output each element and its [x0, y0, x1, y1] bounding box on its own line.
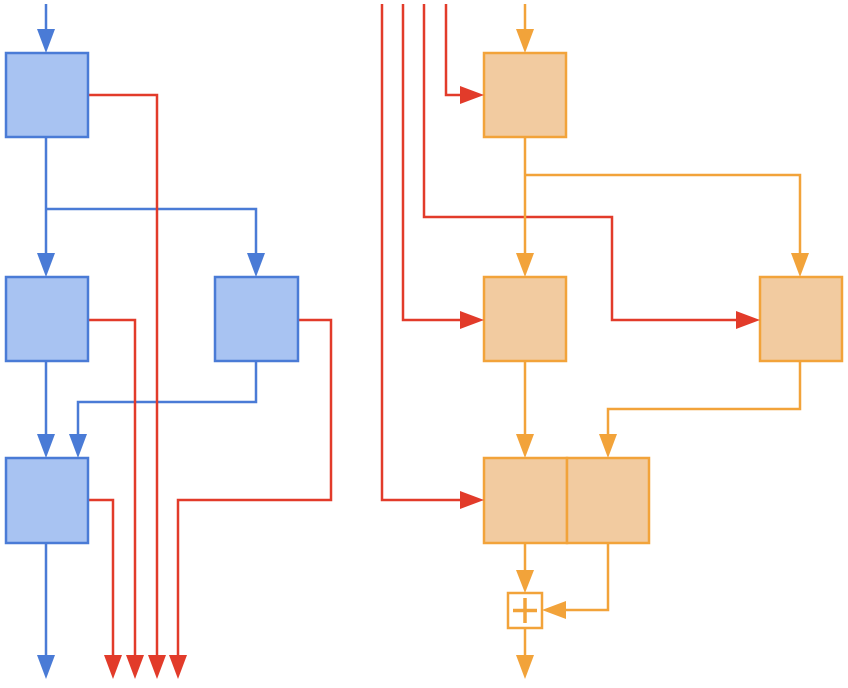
right-edge-3-to-4 [606, 361, 802, 438]
red-arrowhead [460, 491, 484, 509]
blue-arrowhead [37, 655, 55, 679]
right-node-3 [758, 275, 844, 363]
orange-arrowhead [542, 601, 566, 619]
red-arrowhead [460, 86, 484, 104]
red-arrowhead [169, 655, 187, 679]
orange-arrowhead [599, 434, 617, 458]
orange-arrowhead [516, 29, 534, 53]
right-edge-1-to-3 [525, 173, 802, 258]
red-arrowhead [126, 655, 144, 679]
orange-arrowhead [516, 253, 534, 277]
left-node-2 [4, 275, 90, 363]
blue-arrowhead [37, 434, 55, 458]
left-red-edge-node-2 [88, 318, 137, 660]
right-node-1 [482, 51, 568, 139]
right-node-2 [482, 275, 568, 363]
red-arrowhead [148, 655, 166, 679]
right-red-edge-to-node-3 [422, 4, 738, 322]
right-red-edge-to-node-2 [401, 4, 462, 322]
right-graph [380, 4, 844, 679]
red-arrowhead [460, 311, 484, 329]
right-red-edge-to-node-4 [380, 4, 462, 502]
left-graph [4, 4, 333, 679]
orange-arrowhead [516, 434, 534, 458]
right-node-4b [565, 456, 651, 545]
orange-arrowhead [516, 655, 534, 679]
right-edge-skip-to-sum [562, 543, 610, 612]
right-red-edge-to-node-1 [444, 4, 462, 97]
right-orange-edges [523, 4, 802, 660]
right-arrowheads [460, 29, 809, 679]
right-red-edges [380, 4, 738, 502]
blue-arrowhead [37, 253, 55, 277]
left-red-edge-node-3 [176, 318, 333, 660]
left-edge-split-to-node-3 [46, 207, 258, 258]
left-blue-edges [44, 4, 258, 660]
left-red-edge-node-4 [88, 498, 115, 660]
sum-operator-icon [506, 591, 544, 630]
left-node-4 [4, 456, 90, 545]
left-arrowheads [37, 29, 265, 679]
blue-arrowhead [69, 434, 87, 458]
left-edge-3-to-4 [76, 361, 258, 438]
left-red-edges [88, 93, 333, 660]
left-red-edge-node-1 [88, 93, 159, 660]
left-node-1 [4, 51, 90, 139]
red-arrowhead [736, 311, 760, 329]
left-node-3 [213, 275, 300, 363]
blue-arrowhead [37, 29, 55, 53]
orange-arrowhead [791, 253, 809, 277]
right-node-4a [482, 456, 569, 545]
red-arrowhead [104, 655, 122, 679]
orange-arrowhead [516, 570, 534, 593]
blue-arrowhead [247, 253, 265, 277]
